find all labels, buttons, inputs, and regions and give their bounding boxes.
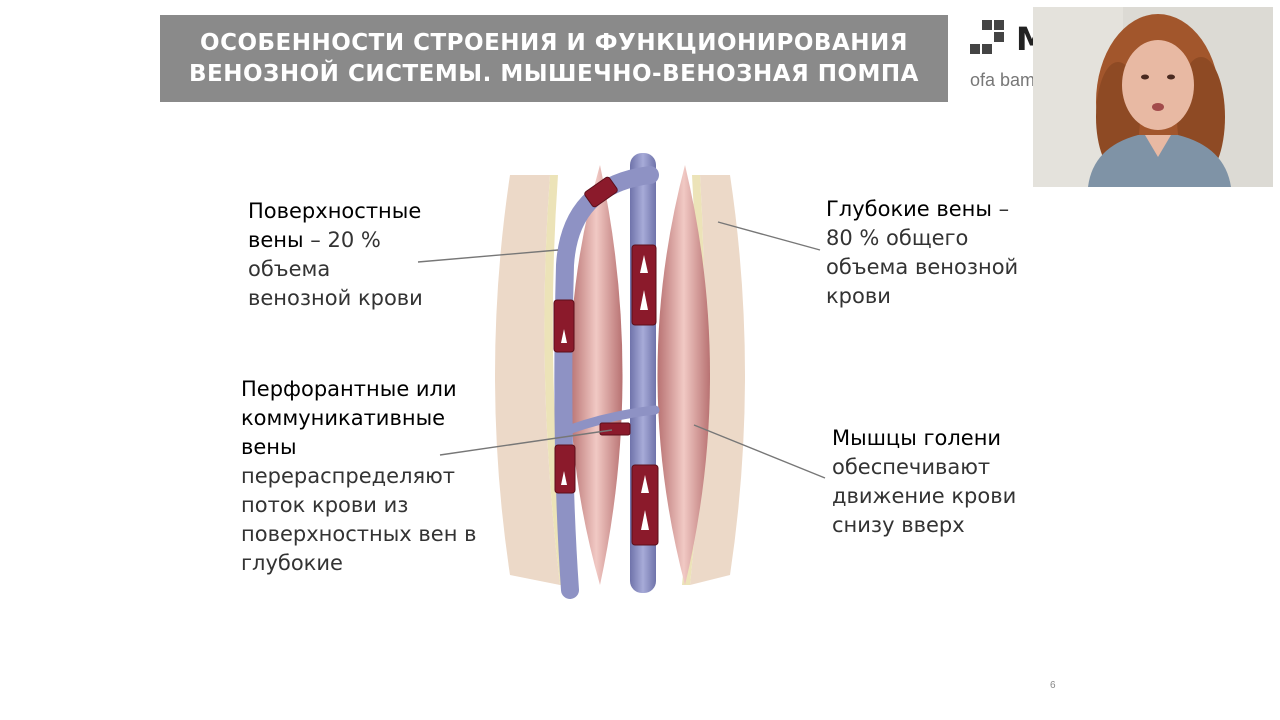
label-muscles-line4: снизу вверх [832, 513, 965, 537]
fascia-left [544, 175, 568, 585]
company-logo: M ofa bam [968, 18, 1038, 98]
label-muscles-line2: обеспечивают [832, 455, 991, 479]
label-deep-line1-rest: – [992, 197, 1010, 221]
label-deep-line3: объема венозной [826, 255, 1019, 279]
calf-muscle-right [657, 165, 710, 585]
slide-title-line-1: ОСОБЕННОСТИ СТРОЕНИЯ И ФУНКЦИОНИРОВАНИЯ [200, 29, 908, 56]
label-superficial-line2: вены – 20 % [248, 226, 423, 255]
label-superficial-line2-bold: вены [248, 228, 304, 252]
label-perforant-line4: перераспределяют [241, 464, 456, 488]
valve [584, 176, 618, 208]
label-muscles-line1: Мышцы голени [832, 426, 1002, 450]
webcam-video [1033, 7, 1273, 187]
arrow-up-icon [561, 329, 567, 343]
label-calf-muscles: Мышцы голени обеспечивают движение крови… [832, 424, 1016, 540]
label-deep-line4: крови [826, 284, 891, 308]
valve [554, 444, 576, 494]
label-perforant-line1: Перфорантные или [241, 377, 457, 401]
label-perforant-line3: вены [241, 435, 297, 459]
valve [631, 244, 657, 326]
label-superficial-line1: Поверхностные [248, 199, 422, 223]
arrow-up-icon [640, 255, 648, 273]
skin-layer-left [495, 175, 560, 585]
presenter-image [1033, 7, 1273, 187]
label-perforant-line5: поток крови из [241, 493, 409, 517]
arrow-up-icon [641, 510, 649, 530]
logo-square [970, 44, 980, 54]
label-perforant-line2: коммуникативные [241, 406, 446, 430]
logo-square [994, 20, 1004, 30]
label-muscles-line3: движение крови [832, 484, 1017, 508]
muscle-venous-pump-illustration [495, 153, 745, 599]
logo-subtext: ofa bam [970, 70, 1036, 90]
skin-layer-right [690, 175, 745, 585]
title-bar: ОСОБЕННОСТИ СТРОЕНИЯ И ФУНКЦИОНИРОВАНИЯ … [160, 15, 948, 102]
arrow-up-icon [561, 471, 567, 485]
arrow-up-icon [641, 475, 649, 493]
arrow-up-icon [640, 290, 648, 310]
logo-letter: M [1016, 20, 1038, 58]
label-superficial-veins: Поверхностные вены – 20 % объема венозно… [248, 197, 423, 313]
valve [599, 422, 631, 436]
calf-muscle-left [570, 165, 623, 585]
label-perforant-veins: Перфорантные или коммуникативные вены пе… [241, 375, 476, 578]
label-deep-line2: 80 % общего [826, 226, 969, 250]
logo-square [982, 20, 992, 30]
label-deep-line1: Глубокие вены – [826, 195, 1018, 224]
perforant-vein [563, 405, 660, 435]
label-deep-line1-bold: Глубокие вены [826, 197, 992, 221]
label-superficial-line2-rest: – 20 % [303, 228, 381, 252]
label-perforant-line6: поверхностных вен в [241, 522, 477, 546]
label-superficial-line3: объема [248, 257, 331, 281]
label-superficial-line4: венозной крови [248, 286, 423, 310]
slide-title-line-2: ВЕНОЗНОЙ СИСТЕМЫ. МЫШЕЧНО-ВЕНОЗНАЯ ПОМПА [189, 60, 919, 87]
logo-square [994, 32, 1004, 42]
page-number: 6 [1050, 680, 1056, 691]
valve [553, 299, 575, 353]
logo-square [982, 44, 992, 54]
valve [631, 464, 659, 546]
label-perforant-line7: глубокие [241, 551, 343, 575]
label-deep-veins: Глубокие вены – 80 % общего объема веноз… [826, 195, 1018, 311]
